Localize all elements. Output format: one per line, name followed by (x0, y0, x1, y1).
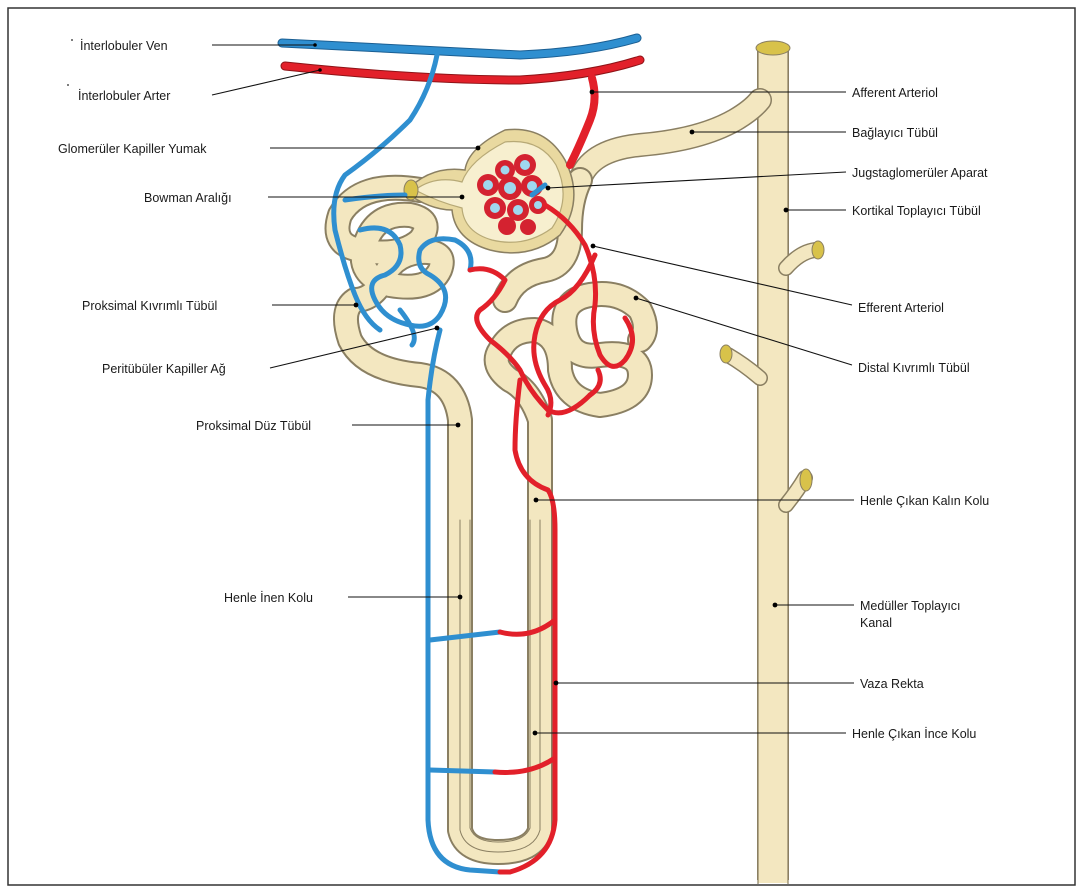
label-bowman-araligi: Bowman Aralığı (144, 191, 232, 205)
label-proksimal-duz-tubul: Proksimal Düz Tübül (196, 419, 311, 433)
mark-dot (67, 84, 69, 86)
label-baglayici-tubul: Bağlayıcı Tübül (852, 126, 938, 140)
label-henle-cikan-kalin-kolu: Henle Çıkan Kalın Kolu (860, 494, 989, 508)
label-glomeruler-kapiller-yumak: Glomerüler Kapiller Yumak (58, 142, 207, 156)
label-distal-kivrimli-tubul: Distal Kıvrımlı Tübül (858, 361, 970, 375)
label-jugstaglomeruler-aparat: Jugstaglomerüler Aparat (852, 166, 988, 180)
label-afferent-arteriol: Afferent Arteriol (852, 86, 938, 100)
mark-dot (71, 39, 73, 41)
duct-opening (812, 241, 824, 259)
duct-opening (720, 345, 732, 363)
label-interlobuler-arter: İnterlobuler Arter (78, 89, 170, 103)
label-vaza-rekta: Vaza Rekta (860, 677, 924, 691)
label-kortikal-toplayici-tubul: Kortikal Toplayıcı Tübül (852, 204, 981, 218)
duct-opening (800, 469, 812, 491)
label-kanal: Kanal (860, 616, 892, 630)
label-henle-cikan-ince-kolu: Henle Çıkan İnce Kolu (852, 727, 976, 741)
label-medullar-toplayici: Medüller Toplayıcı (860, 599, 961, 613)
label-efferent-arteriol: Efferent Arteriol (858, 301, 944, 315)
label-peritubuler-kapiller-ag: Peritübüler Kapiller Ağ (102, 362, 226, 376)
label-henle-inen-kolu: Henle İnen Kolu (224, 591, 313, 605)
label-proksimal-kivrimli-tubul: Proksimal Kıvrımlı Tübül (82, 299, 217, 313)
label-interlobuler-ven: İnterlobuler Ven (80, 39, 168, 53)
